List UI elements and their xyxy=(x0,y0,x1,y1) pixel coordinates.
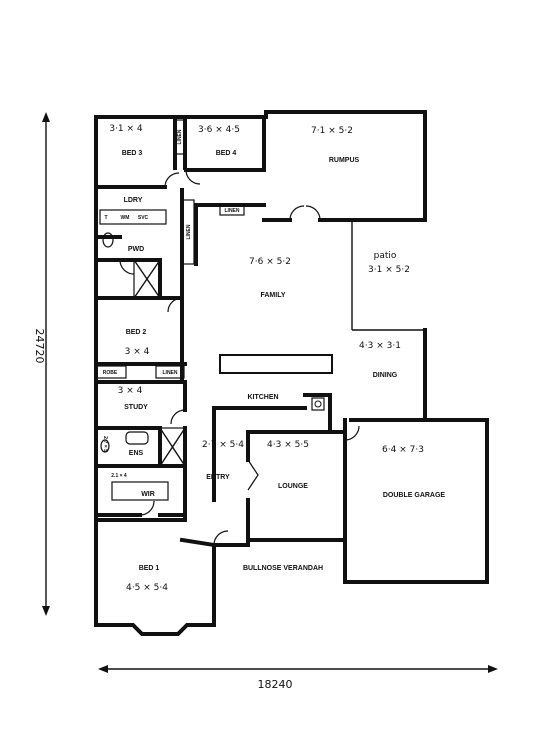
linen-label-1: LINEN xyxy=(177,129,183,144)
bed4-name: BED 4 xyxy=(216,150,237,157)
room-labels: 3·1 × 4 BED 3 3·6 × 4·5 BED 4 7·1 × 5·2 … xyxy=(102,124,445,593)
dining-name: DINING xyxy=(373,372,398,379)
study-size: 3 × 4 xyxy=(118,386,143,396)
lounge-name: LOUNGE xyxy=(278,483,308,490)
ens-name: ENS xyxy=(129,450,144,457)
bed1-name: BED 1 xyxy=(139,565,160,572)
bed2-size: 3 × 4 xyxy=(125,347,150,357)
verandah-name: BULLNOSE VERANDAH xyxy=(243,565,323,572)
bed3-name: BED 3 xyxy=(122,150,143,157)
bed3-size: 3·1 × 4 xyxy=(109,124,143,134)
linen-label-3: LINEN xyxy=(225,208,240,214)
patio-name: patio xyxy=(374,251,397,261)
width-dimension-label: 18240 xyxy=(258,678,293,691)
doors xyxy=(119,169,360,546)
svc-label: SVC xyxy=(138,215,149,221)
study-name: STUDY xyxy=(124,404,148,411)
rumpus-size: 7·1 × 5·2 xyxy=(311,126,353,136)
ens-size-a: 2·7 × 5 xyxy=(102,436,108,452)
fixtures xyxy=(95,119,245,501)
bed2-name: BED 2 xyxy=(126,329,147,336)
family-name: FAMILY xyxy=(260,292,285,299)
bed4-size: 3·6 × 4·5 xyxy=(198,125,240,135)
linen-label-2: LINEN xyxy=(186,224,192,239)
tub-label: T xyxy=(104,215,107,221)
exterior-walls xyxy=(94,110,489,636)
linen-label-4: LINEN xyxy=(163,370,178,376)
garage-name: DOUBLE GARAGE xyxy=(383,492,446,499)
width-dimension: 18240 xyxy=(98,665,498,691)
height-dimension-label: 24720 xyxy=(33,329,46,364)
dining-size: 4·3 × 3·1 xyxy=(359,341,401,351)
entry-name: ENTRY xyxy=(206,474,230,481)
wir-name: WIR xyxy=(141,491,155,498)
ens-size-b: 2.1 × 4 xyxy=(111,473,127,479)
pwd-name: PWD xyxy=(128,246,144,253)
height-dimension: 24720 xyxy=(33,112,50,616)
kitchen-island xyxy=(219,354,333,374)
rumpus-name: RUMPUS xyxy=(329,157,360,164)
family-size: 7·6 × 5·2 xyxy=(249,257,291,267)
laundry-name: LDRY xyxy=(124,197,143,204)
wm-label: WM xyxy=(121,215,130,221)
entry-size: 2·7 × 5·4 xyxy=(202,440,244,450)
kitchen-sink xyxy=(311,397,325,411)
garage-size: 6·4 × 7·3 xyxy=(382,445,424,455)
lounge-size: 4·3 × 5·5 xyxy=(267,440,309,450)
kitchen-name: KITCHEN xyxy=(247,394,278,401)
robe-label: ROBE xyxy=(103,370,118,376)
bed1-size: 4·5 × 5·4 xyxy=(126,583,168,593)
patio-size: 3·1 × 5·2 xyxy=(368,265,410,275)
